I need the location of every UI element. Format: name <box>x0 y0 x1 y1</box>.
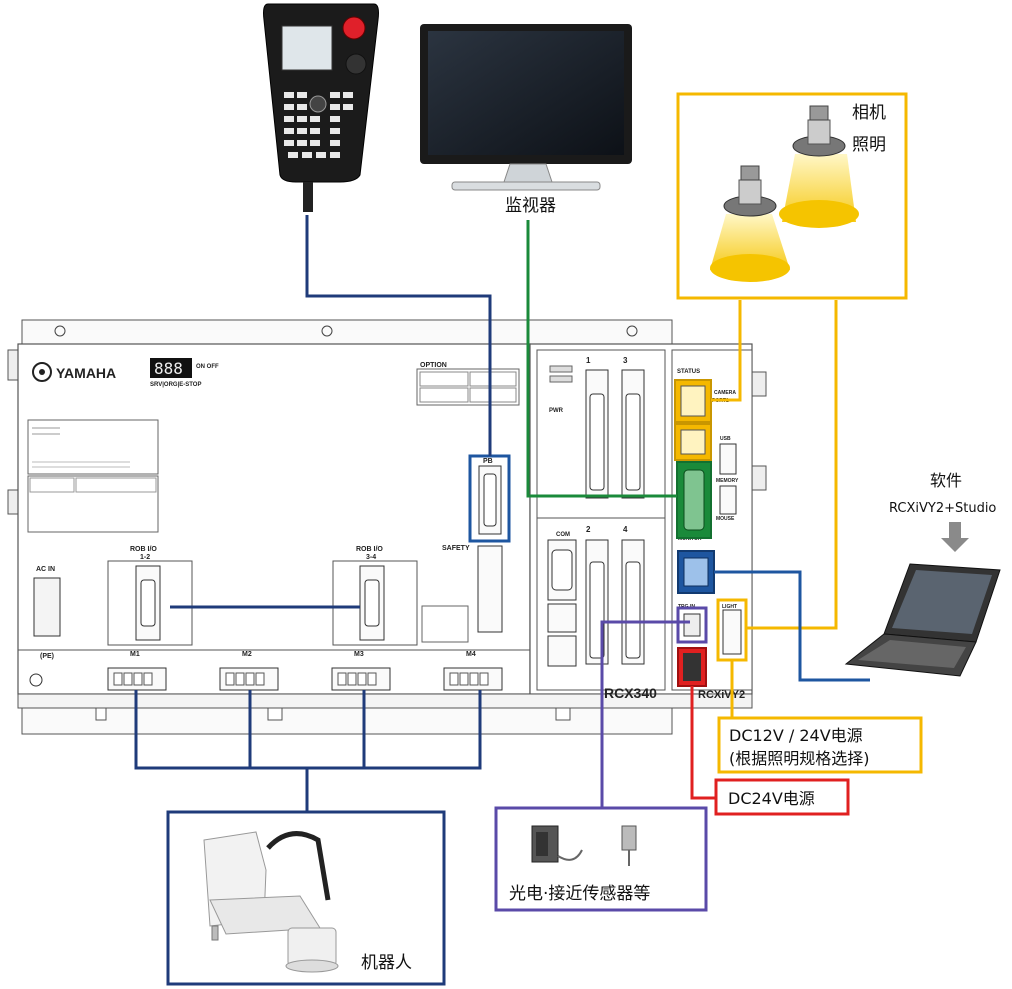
seg-display-label: SRV|ORG|E-STOP <box>150 382 201 388</box>
m1-label: M1 <box>130 651 140 658</box>
robot <box>203 831 339 973</box>
monitor <box>420 24 632 191</box>
teach-pendant <box>263 3 379 212</box>
down-arrow-icon <box>941 522 969 552</box>
usb-label: USB <box>720 436 731 442</box>
rob-io-34-label: ROB I/O <box>356 546 383 553</box>
dc24-box <box>714 778 850 816</box>
trg-in-port <box>676 606 708 644</box>
option-label: OPTION <box>420 362 447 369</box>
pb-label: PB <box>483 458 493 465</box>
yamaha-logo: YAMAHA <box>56 365 116 381</box>
m2-label: M2 <box>242 651 252 658</box>
memory-label: MEMORY <box>716 478 739 484</box>
slot4-label: 4 <box>623 525 628 534</box>
m3-label: M3 <box>354 651 364 658</box>
on-off-label: ON OFF <box>196 364 219 370</box>
rob-io-34-sub: 3-4 <box>366 554 376 561</box>
safety-label: SAFETY <box>442 545 470 552</box>
rob-io-12-sub: 1-2 <box>140 554 150 561</box>
pwr-label: PWR <box>549 408 564 414</box>
photo-sensor <box>531 825 583 863</box>
camera-lighting-box <box>676 92 908 300</box>
rcx340-model: RCX340 <box>604 685 657 701</box>
laptop <box>844 563 1001 677</box>
slot1-label: 1 <box>586 356 591 365</box>
controller: YAMAHA 888 ON OFF SRV|ORG|E-STOP OPTION … <box>7 319 767 735</box>
m4-label: M4 <box>466 651 476 658</box>
lighting-label: 照明 <box>852 135 886 155</box>
dc12-24-box <box>717 716 923 774</box>
dc12-24-line2: (根据照明规格选择) <box>729 749 870 768</box>
rob-io-12-label: ROB I/O <box>130 546 157 553</box>
camera-light-upper <box>779 105 859 228</box>
slot2-label: 2 <box>586 525 591 534</box>
camera-port-label: CAMERA <box>714 390 736 396</box>
robot-label: 机器人 <box>361 953 412 973</box>
software-name: RCXiVY2+Studio <box>889 501 996 516</box>
status-label: STATUS <box>677 369 700 375</box>
light-label: LIGHT <box>722 604 737 610</box>
software-label: 软件 <box>930 471 962 490</box>
dc12-24-line1: DC12V / 24V电源 <box>729 726 863 745</box>
pe-label: (PE) <box>40 653 54 660</box>
sensors-box <box>494 806 708 912</box>
monitor-label: 监视器 <box>505 196 556 216</box>
svg-text:888: 888 <box>154 359 183 378</box>
sensors-label: 光电·接近传感器等 <box>509 884 650 904</box>
dc24-label: DC24V电源 <box>728 789 815 808</box>
cables <box>134 215 870 812</box>
slot3-label: 3 <box>623 356 628 365</box>
proximity-sensor <box>621 825 637 866</box>
robot-box <box>166 810 446 986</box>
camera-light-lower <box>710 165 790 282</box>
com-label: COM <box>556 532 570 538</box>
ac-in-label: AC IN <box>36 566 55 573</box>
camera-label: 相机 <box>852 103 886 123</box>
rcxivy2-model: RCXiVY2 <box>698 689 745 701</box>
mouse-label: MOUSE <box>716 516 735 522</box>
